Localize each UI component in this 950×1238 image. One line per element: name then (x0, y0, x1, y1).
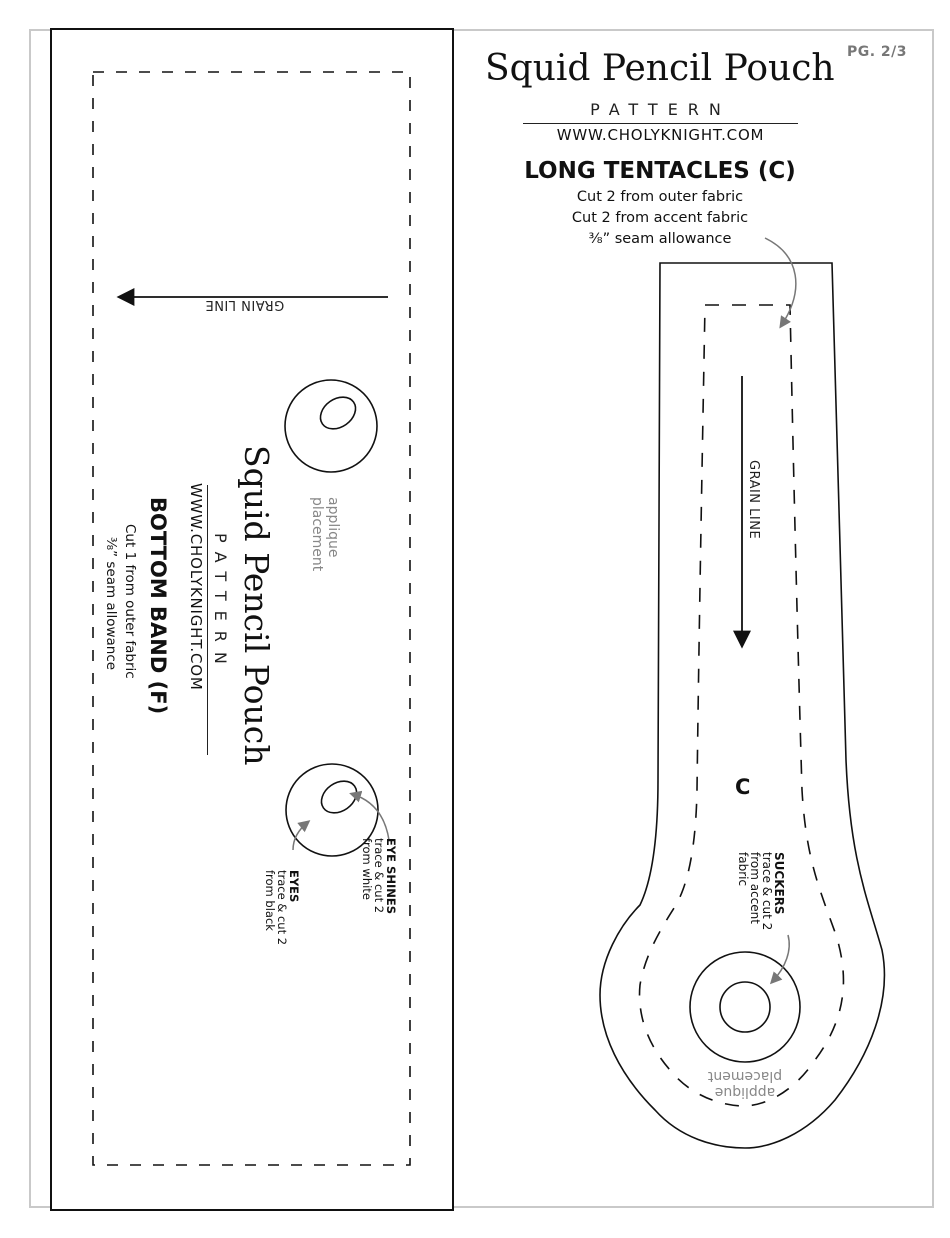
pattern-subtitle: PATTERN (590, 100, 731, 119)
band-applique-line-1: applique (325, 497, 341, 558)
band-seam-line (92, 71, 411, 1166)
band-cut-instruction: Cut 1 from outer fabric (122, 524, 138, 679)
eye-shines-title: EYE SHINES (384, 838, 398, 914)
page-number: PG. 2/3 (846, 44, 907, 60)
suckers-line-2: from accent (748, 852, 762, 924)
upper-eye-circle (284, 379, 378, 473)
seam-allowance-pointer (764, 237, 797, 329)
eye-shines-note: EYE SHINES trace & cut 2 from white (360, 838, 398, 914)
suckers-title: SUCKERS (772, 852, 786, 915)
eye-shine-pointer (349, 790, 390, 841)
eyes-note: EYES trace & cut 2 from black (263, 870, 301, 946)
eye-shines-line-1: trace & cut 2 (372, 838, 386, 914)
long-tentacles-heading: LONG TENTACLES (C) (524, 158, 796, 184)
eyes-line-1: trace & cut 2 (275, 870, 289, 946)
sucker-outer-circle (689, 951, 801, 1063)
eyes-title: EYES (287, 870, 301, 903)
website-url: WWW.CHOLYKNIGHT.COM (556, 126, 765, 144)
band-applique-note: applique placement (309, 497, 341, 571)
upper-eye-shine-oval (319, 396, 357, 430)
sucker-inner-circle (719, 981, 771, 1033)
tentacle-applique-line-1: applique (714, 1084, 776, 1100)
suckers-line-1: trace & cut 2 (760, 852, 774, 931)
page-border (29, 29, 934, 1208)
band-applique-line-2: placement (309, 497, 325, 572)
bottom-band-heading: BOTTOM BAND (F) (146, 497, 170, 715)
tentacle-grain-label: GRAIN LINE (746, 460, 761, 540)
band-website-url: WWW.CHOLYKNIGHT.COM (187, 483, 205, 691)
cut-outer-instruction: Cut 2 from outer fabric (576, 189, 744, 205)
seam-allowance-note: ⅜” seam allowance (588, 231, 732, 247)
sucker-pointer (769, 934, 790, 985)
tentacle-cut-line (599, 262, 886, 1149)
band-subtitle-divider (207, 485, 208, 755)
tentacle-applique-note: applique placement (700, 1068, 790, 1100)
tentacle-seam-line (638, 304, 845, 1107)
suckers-note: SUCKERS trace & cut 2 from accent fabric (736, 852, 786, 931)
band-pattern-subtitle: PATTERN (211, 533, 230, 674)
cut-accent-instruction: Cut 2 from accent fabric (571, 210, 749, 226)
bottom-band-pattern-piece (50, 28, 454, 1211)
piece-letter-c: C (735, 775, 751, 799)
subtitle-divider (523, 123, 798, 124)
band-grain-label: GRAIN LINE (205, 297, 285, 312)
pattern-title: Squid Pencil Pouch (485, 48, 835, 89)
band-seam-allowance-note: ⅜” seam allowance (103, 537, 119, 671)
tentacle-applique-line-2: placement (707, 1068, 783, 1084)
band-pattern-title: Squid Pencil Pouch (237, 445, 276, 766)
lower-eye-circle (285, 763, 379, 857)
eye-pointer (292, 820, 311, 851)
lower-eye-shine-oval (320, 780, 358, 814)
